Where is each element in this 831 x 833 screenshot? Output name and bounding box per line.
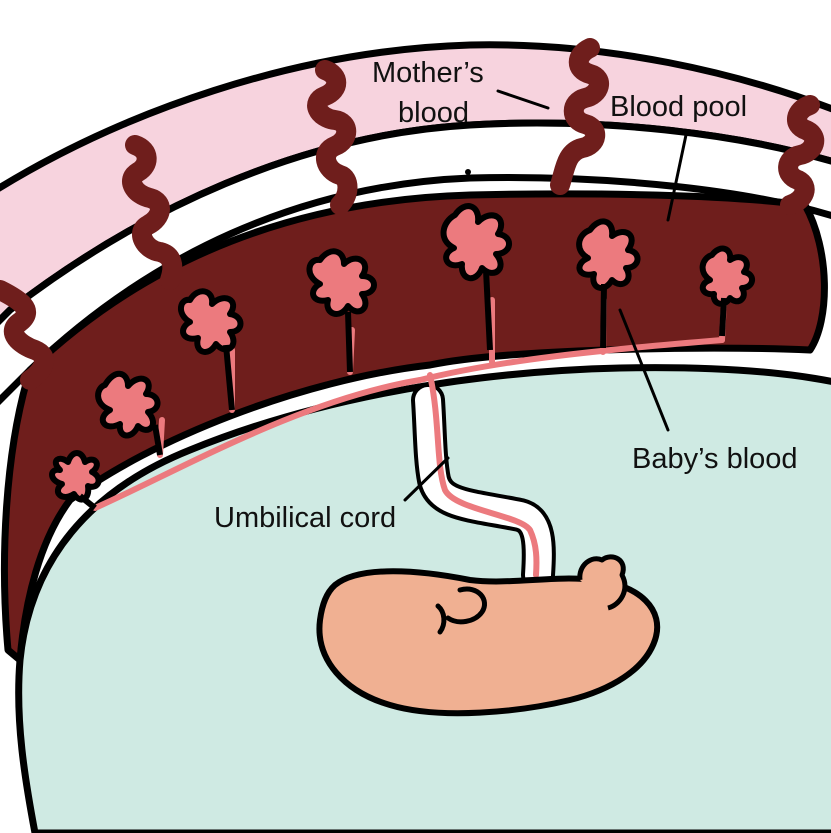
leader-lines [403,89,688,502]
mothers-blood-pointer [496,89,550,110]
umbilical-cord-label: Umbilical cord [214,502,396,534]
babys-blood-label: Baby’s blood [632,443,798,475]
spiral-artery-icon [550,38,609,195]
blood-pool-label: Blood pool [610,91,747,123]
spiral-artery-icon [778,95,825,215]
villus-icon [95,370,161,439]
villi [49,203,755,511]
blood-pool-pointer [666,133,688,222]
fetus-icon [316,568,661,717]
babys-blood-pointer [618,308,670,432]
fetus [316,554,661,717]
villus-icon [699,245,755,307]
dot-mark [465,169,471,175]
villus-icon [440,203,512,281]
villus-icon [576,218,641,291]
decidua-gap [0,119,831,405]
villus-icon [178,288,244,355]
spiral-artery-icon [307,60,358,215]
villus-icon [306,248,377,317]
umbilical-cord-pointer [403,456,450,502]
mothers-blood-label-line1: Mother’s [372,57,484,89]
spiral-artery-icon [0,280,54,390]
mothers-blood-label-line2: blood [398,97,469,129]
spiral-arteries [0,38,825,390]
spiral-artery-icon [122,135,183,290]
villus-icon [49,450,102,503]
